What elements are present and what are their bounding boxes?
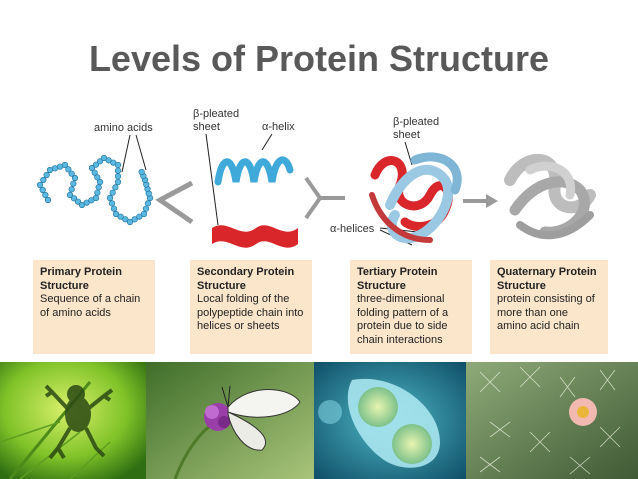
cactus-spines (479, 366, 621, 475)
box-line: more than one (497, 306, 568, 319)
box-heading: Secondary Protein (197, 266, 295, 278)
amino-acid-bead (109, 189, 116, 196)
primary-structure-box: Primary Protein Structure Sequence of a … (33, 260, 155, 354)
box-line: Local folding of the (197, 293, 290, 305)
amino-acid-bead (138, 168, 145, 176)
amino-acid-bead (68, 186, 75, 193)
amino-acid-bead (65, 166, 72, 173)
amino-acid-bead (108, 200, 116, 207)
amino-acid-bead (66, 191, 74, 199)
page-title: Levels of Protein Structure (88, 38, 550, 79)
pointer-line (205, 133, 219, 226)
amino-acid-bead (91, 169, 98, 176)
branch-arrow (155, 180, 194, 225)
box-line: helices or sheets (197, 320, 280, 332)
amino-acid-bead (92, 161, 100, 168)
box-heading: Structure (40, 279, 89, 292)
amino-acid-bead (36, 181, 44, 189)
quaternary-structure-box: Quaternary Protein Structure protein con… (490, 260, 608, 354)
amino-acid-bead (114, 161, 122, 169)
amino-acid-bead (61, 161, 69, 169)
amino-acid-bead (136, 213, 143, 220)
merge-arrow (304, 176, 323, 220)
box-heading: Structure (357, 279, 406, 292)
amino-acid-bead (71, 174, 79, 182)
amino-acid-bead (114, 173, 122, 180)
box-line: polypeptide chain into (197, 306, 304, 319)
box-heading: Tertiary Protein (357, 266, 438, 278)
cell-icon (347, 378, 440, 468)
amino-acid-bead (112, 210, 120, 218)
quaternary-arrowhead (486, 194, 498, 208)
box-heading: Primary Protein (40, 266, 122, 278)
label-sheet: sheet (193, 121, 220, 133)
secondary-structure-box: Secondary Protein Structure Local foldin… (190, 260, 312, 354)
amino-acid-bead (94, 174, 101, 181)
amino-acid-chain (36, 154, 154, 226)
box-heading: Structure (197, 279, 246, 292)
amino-acid-bead (122, 216, 129, 223)
amino-acid-bead (144, 200, 152, 207)
amino-acid-bead (68, 170, 75, 177)
alpha-helix-shape (214, 156, 294, 186)
photo-strip (0, 362, 638, 479)
amino-acid-bead (112, 184, 119, 191)
amino-acid-bead (40, 176, 47, 184)
amino-acid-bead (96, 178, 104, 186)
label-alpha-helices: α-helices (330, 223, 375, 235)
tertiary-structure-shape (369, 152, 462, 244)
tertiary-structure-box: Tertiary Protein Structure three-dimensi… (350, 260, 472, 354)
amino-acid-bead (94, 189, 101, 196)
amino-acid-bead (92, 194, 100, 202)
amino-acid-bead (88, 164, 96, 172)
photo-dividing-cell (314, 362, 466, 479)
label-beta-pleated-2: β-pleated (393, 116, 439, 128)
box-line: amino acid chain (497, 320, 580, 332)
box-line: protein consisting of (497, 293, 595, 305)
pointer-line (261, 133, 273, 151)
flower-icon (204, 403, 232, 431)
photo-frog-on-leaf (0, 362, 146, 479)
label-amino-acids: amino acids (94, 122, 153, 134)
box-heading: Quaternary Protein (497, 266, 597, 278)
amino-acid-bead (95, 184, 102, 191)
box-line: Sequence of a chain (40, 293, 141, 305)
cactus-flower-icon (569, 398, 597, 426)
amino-acid-bead (114, 167, 122, 174)
amino-acid-bead (140, 210, 148, 218)
pointer-line (135, 134, 147, 171)
amino-acid-bead (44, 196, 52, 204)
box-line: of amino acids (40, 306, 111, 319)
protein-levels-diagram: amino acids β-pleated sheet α-helix β-pl… (36, 108, 596, 248)
photo-cactus-with-flower (466, 362, 638, 479)
amino-acid-bead (96, 158, 104, 165)
amino-acid-bead (142, 205, 150, 212)
pointer-line (121, 134, 131, 173)
frog-silhouette-icon (44, 384, 114, 460)
box-line: three-dimensional (357, 293, 445, 305)
amino-acid-bead (106, 194, 114, 202)
box-heading: Structure (497, 279, 546, 292)
amino-acid-bead (114, 178, 122, 186)
amino-acid-bead (117, 213, 124, 220)
label-beta-pleated: β-pleated (193, 108, 239, 120)
amino-acid-bead (70, 180, 77, 187)
label-sheet-2: sheet (393, 129, 420, 141)
box-line: protein due to side (357, 320, 448, 332)
butterfly-icon (221, 385, 301, 451)
box-line: chain interactions (357, 333, 443, 346)
amino-acid-bead (70, 195, 78, 202)
amino-acid-bead (126, 218, 134, 226)
amino-acid-bead (42, 191, 49, 199)
amino-acid-bead (110, 205, 118, 212)
quaternary-structure-shape (504, 154, 596, 240)
label-alpha-helix: α-helix (262, 121, 295, 133)
amino-acid-bead (74, 198, 82, 205)
photo-butterfly-on-flower (146, 362, 314, 479)
beta-sheet-shape (212, 225, 298, 248)
amino-acid-bead (43, 171, 50, 179)
amino-acid-bead (39, 186, 46, 194)
box-line: folding pattern of a (357, 306, 449, 319)
amino-acid-bead (131, 216, 138, 223)
